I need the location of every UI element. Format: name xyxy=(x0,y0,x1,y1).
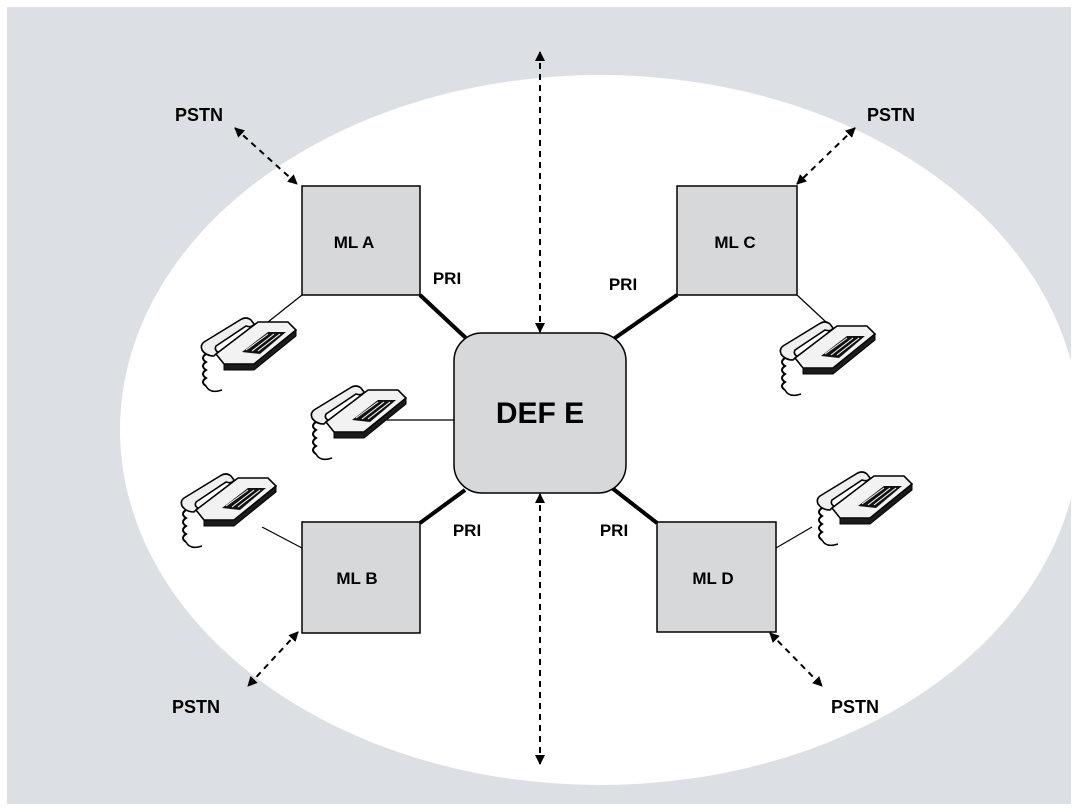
phone-line-c xyxy=(796,294,827,323)
node-box-b xyxy=(301,521,421,634)
link-label-d: PRI xyxy=(600,521,628,540)
node-label-c: ML C xyxy=(714,233,755,252)
link-label-c: PRI xyxy=(609,275,637,294)
external-label-c: PSTN xyxy=(867,105,915,125)
pri-link-c xyxy=(610,293,679,342)
external-label-a: PSTN xyxy=(175,105,223,125)
link-label-b: PRI xyxy=(453,521,481,540)
node-box-d xyxy=(656,521,777,633)
pri-link-a xyxy=(418,293,470,342)
pri-link-b xyxy=(418,488,467,525)
node-box-a xyxy=(301,185,421,296)
node-label-b: ML B xyxy=(336,569,377,588)
node-label-d: ML D xyxy=(692,569,733,588)
pri-link-d xyxy=(610,486,659,525)
pstn-link-c xyxy=(796,127,856,185)
center-node-label: DEF E xyxy=(496,397,584,430)
link-label-a: PRI xyxy=(433,269,461,288)
pstn-link-b xyxy=(247,631,299,687)
node-label-a: ML A xyxy=(334,233,375,252)
phone-line-b xyxy=(261,526,303,549)
external-label-d: PSTN xyxy=(831,697,879,717)
center-node-box xyxy=(453,332,627,494)
pstn-link-a xyxy=(234,127,298,185)
pstn-link-d xyxy=(769,632,823,687)
phone-line-a xyxy=(267,294,303,323)
external-label-b: PSTN xyxy=(172,697,220,717)
phone-line-d xyxy=(775,526,813,549)
node-box-c xyxy=(676,185,798,296)
